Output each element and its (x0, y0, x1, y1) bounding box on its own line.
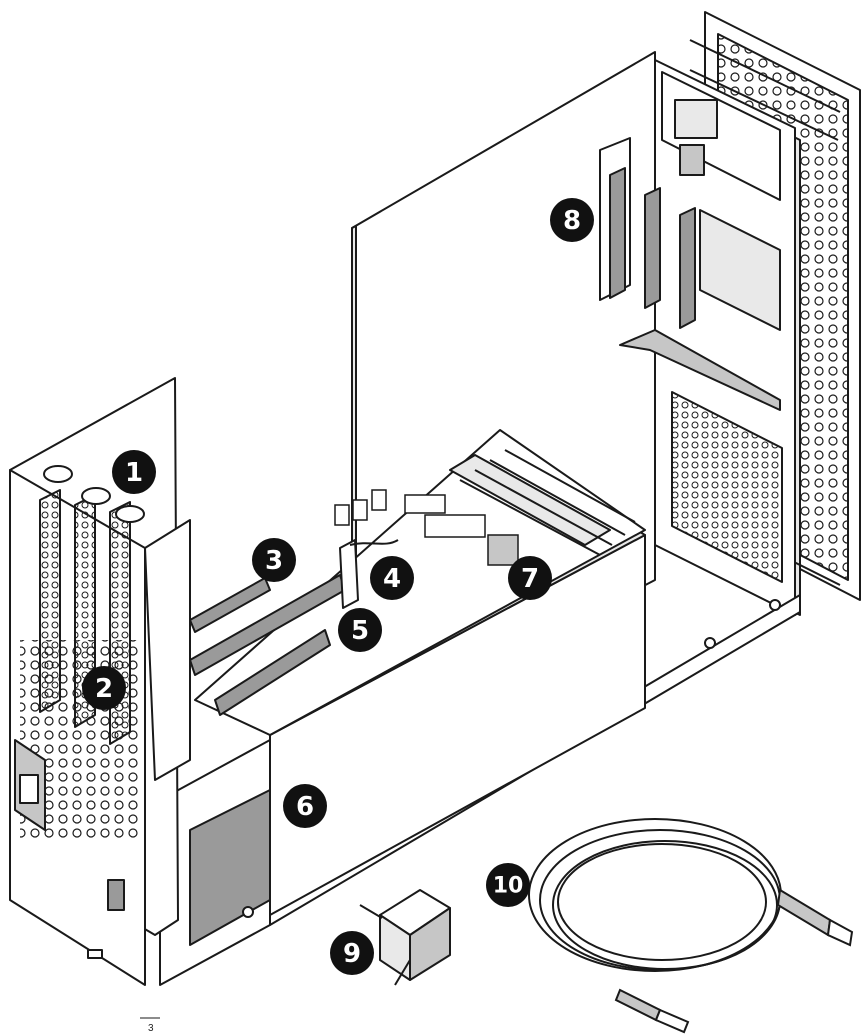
callout-label: 1 (125, 458, 143, 488)
callout-label: 7 (521, 564, 539, 594)
inner-frame (619, 59, 796, 616)
callout-6: 6 (283, 784, 327, 828)
callout-9: 9 (330, 931, 374, 975)
callout-badges: 1 2 3 45 6 7 8 9 10 (82, 198, 594, 975)
callout-1: 1 (112, 450, 156, 494)
callout-label: 3 (265, 546, 283, 576)
board-connectors (334, 489, 519, 566)
pcie-slots (189, 539, 399, 716)
callout-label: 6 (296, 792, 314, 822)
callout-4: 4 (370, 556, 414, 600)
callout-10: 10 (486, 863, 530, 907)
callout-circle (338, 608, 382, 652)
callout-label: 2 (95, 674, 113, 704)
callout-label: 8 (563, 206, 581, 236)
callout-circle (486, 863, 530, 907)
callout-circle (550, 198, 594, 242)
callout-label: 5 (351, 616, 369, 646)
callout-circle (252, 538, 296, 582)
callout-3: 3 (252, 538, 296, 582)
page-number: 3 (148, 1023, 154, 1034)
callout-label: 9 (343, 939, 361, 969)
callout-label: 10 (493, 874, 524, 899)
callout-7: 7 (508, 556, 552, 600)
front-panel (9, 377, 191, 986)
callout-circle (330, 931, 374, 975)
card-bracket-assembly (599, 71, 781, 331)
callout-2: 2 (82, 666, 126, 710)
callout-circle (283, 784, 327, 828)
callout-circle (82, 666, 126, 710)
callout-circle (370, 556, 414, 600)
adapter-accessory (359, 889, 451, 986)
callout-8: 8 (550, 198, 594, 242)
callout-circle (508, 556, 552, 600)
callout-5: 5 (338, 608, 382, 652)
callout-label: 4 (383, 564, 401, 594)
callout-circle (112, 450, 156, 494)
thunderbolt-cable (528, 818, 854, 1034)
